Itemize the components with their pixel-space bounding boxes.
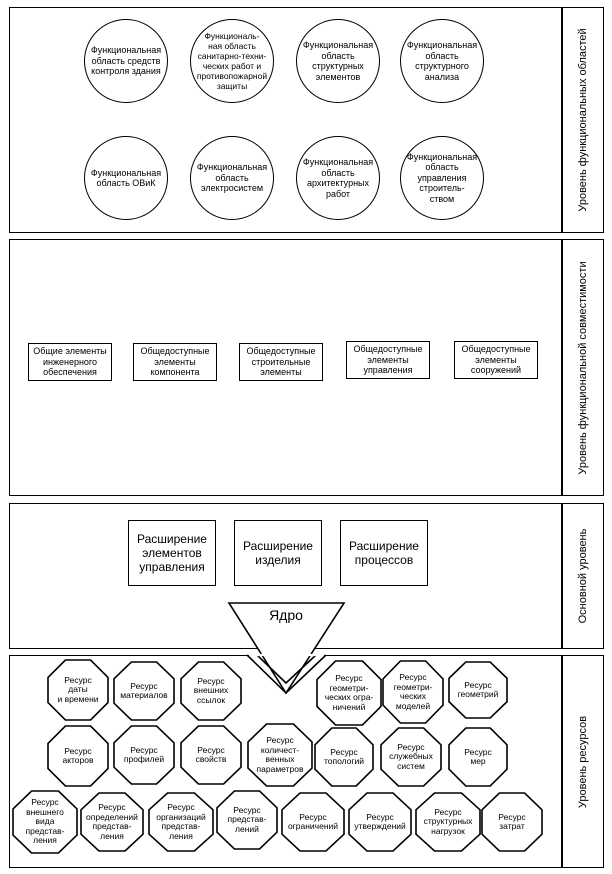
resource-octagon: Ресурс свойств	[180, 725, 242, 785]
resource-octagon: Ресурс акторов	[47, 725, 109, 787]
core-extension-box: Расширение процессов	[340, 520, 428, 586]
resource-label: Ресурс профилей	[123, 744, 165, 764]
shared-elements-label: Общедоступные элементы сооружений	[461, 344, 531, 376]
resource-octagon: Ресурс геометри- ческих моделей	[382, 660, 444, 724]
resource-label: Ресурс даты и времени	[57, 674, 99, 704]
resource-octagon: Ресурс структурных нагрузок	[415, 792, 481, 852]
resource-octagon: Ресурс даты и времени	[47, 659, 109, 721]
resource-label: Ресурс геометрий	[457, 679, 499, 699]
resources-level-label: Уровень ресурсов	[562, 655, 604, 868]
resource-label: Ресурс утверждений	[354, 811, 406, 831]
resource-label: Ресурс внешнего вида представ- ления	[25, 797, 65, 846]
functional-area-circle: Функциональная область управления строит…	[400, 136, 484, 220]
functional-area-label: Функциональная область управления строит…	[406, 151, 478, 204]
functional-area-label: Функциональная область структурных элеме…	[302, 40, 374, 82]
functional-area-label: Функциональная область ОВиК	[90, 167, 162, 189]
resource-octagon: Ресурс утверждений	[348, 792, 412, 852]
functional-area-label: Функциональная область средств контроля …	[90, 45, 162, 77]
functional-area-label: Функциональная область структурного анал…	[406, 40, 478, 82]
resource-label: Ресурс геометри- ческих моделей	[393, 672, 433, 711]
resource-octagon: Ресурс определений представ- ления	[80, 792, 144, 852]
resource-label: Ресурс служебных систем	[389, 741, 433, 771]
resource-octagon: Ресурс мер	[448, 727, 508, 787]
shared-elements-label: Общедоступные элементы компонента	[140, 346, 210, 378]
resource-label: Ресурс затрат	[498, 811, 526, 831]
core-extension-box: Расширение элементов управления	[128, 520, 216, 586]
resource-octagon: Ресурс представ- лений	[216, 790, 278, 850]
resource-label: Ресурс геометри- ческих огра- ничений	[324, 673, 374, 712]
resource-label: Ресурс количест- венных параметров	[256, 735, 304, 774]
resource-label: Ресурс организаций представ- ления	[156, 802, 206, 841]
resource-octagon: Ресурс геометри- ческих огра- ничений	[316, 660, 382, 726]
functional-area-circle: Функциональная область ОВиК	[84, 136, 168, 220]
functional-area-label: Функциональная область архитектурных раб…	[302, 157, 374, 199]
functional-area-label: Функциональная область электросистем	[196, 162, 268, 194]
resource-octagon: Ресурс затрат	[481, 792, 543, 852]
shared-elements-box: Общие элементы инженерного обеспечения	[28, 343, 112, 381]
resource-octagon: Ресурс профилей	[113, 725, 175, 785]
shared-elements-box: Общедоступные элементы управления	[346, 341, 430, 379]
resource-octagon: Ресурс внешнего вида представ- ления	[12, 790, 78, 854]
resource-octagon: Ресурс служебных систем	[380, 727, 442, 787]
shared-elements-label: Общие элементы инженерного обеспечения	[33, 346, 107, 378]
core-extension-label: Расширение изделия	[243, 539, 313, 567]
core-extension-label: Расширение элементов управления	[137, 532, 207, 574]
resource-octagon: Ресурс ограничений	[281, 792, 345, 852]
resource-label: Ресурс мер	[464, 746, 492, 766]
functional-areas-level-label: Уровень функциональных областей	[562, 7, 604, 233]
kernel-label: Ядро	[269, 607, 303, 623]
functional-area-circle: Функциональная область структурных элеме…	[296, 19, 380, 103]
functional-area-circle: Функциональ- ная область санитарно-техни…	[190, 19, 274, 103]
resource-label: Ресурс топологий	[323, 746, 365, 766]
functional-area-label: Функциональ- ная область санитарно-техни…	[196, 31, 268, 91]
functional-area-circle: Функциональная область средств контроля …	[84, 19, 168, 103]
resource-label: Ресурс ограничений	[287, 811, 339, 831]
resource-octagon: Ресурс геометрий	[448, 661, 508, 719]
resource-label: Ресурс структурных нагрузок	[423, 806, 473, 836]
resource-label: Ресурс определений представ- ления	[86, 802, 138, 841]
functional-area-circle: Функциональная область архитектурных раб…	[296, 136, 380, 220]
resource-label: Ресурс представ- лений	[227, 804, 267, 834]
resource-label: Ресурс акторов	[62, 745, 94, 765]
resource-label: Ресурс внешних ссылок	[193, 675, 229, 705]
resource-octagon: Ресурс количест- венных параметров	[247, 723, 313, 787]
functional-compat-level-label: Уровень функциональной совместимости	[562, 239, 604, 496]
resource-label: Ресурс материалов	[120, 680, 168, 700]
core-extension-box: Расширение изделия	[234, 520, 322, 586]
shared-elements-box: Общедоступные строительные элементы	[239, 343, 323, 381]
shared-elements-label: Общедоступные строительные элементы	[246, 346, 316, 378]
core-level-label: Основной уровень	[562, 503, 604, 649]
resource-octagon: Ресурс материалов	[113, 661, 175, 721]
functional-area-circle: Функциональная область структурного анал…	[400, 19, 484, 103]
shared-elements-box: Общедоступные элементы сооружений	[454, 341, 538, 379]
resource-octagon: Ресурс организаций представ- ления	[148, 792, 214, 852]
shared-elements-label: Общедоступные элементы управления	[353, 344, 423, 376]
shared-elements-box: Общедоступные элементы компонента	[133, 343, 217, 381]
core-extension-label: Расширение процессов	[349, 539, 419, 567]
functional-area-circle: Функциональная область электросистем	[190, 136, 274, 220]
resource-octagon: Ресурс топологий	[314, 727, 374, 787]
resource-octagon: Ресурс внешних ссылок	[180, 661, 242, 721]
resource-label: Ресурс свойств	[195, 744, 227, 764]
